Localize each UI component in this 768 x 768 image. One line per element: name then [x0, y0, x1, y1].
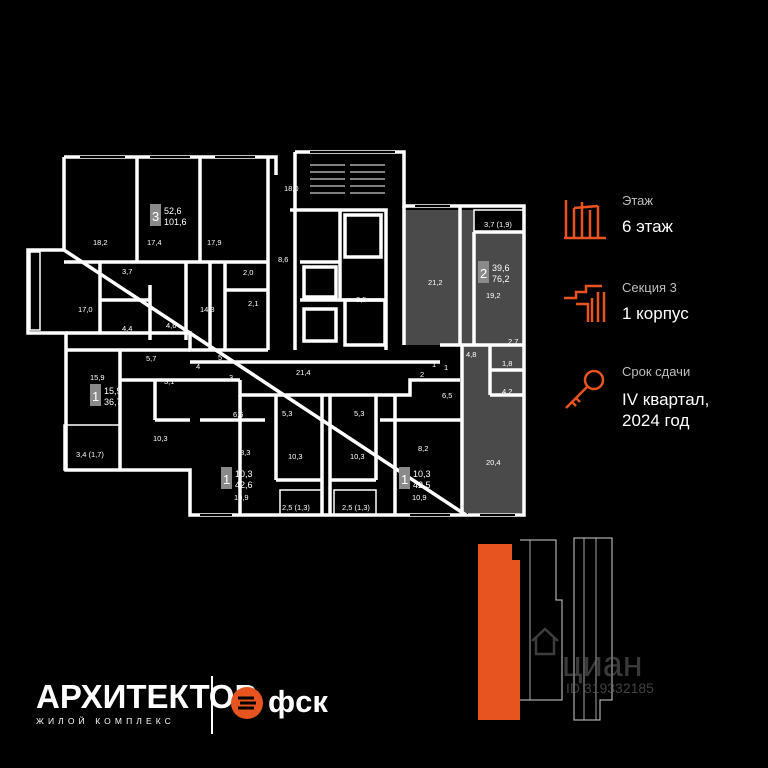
apt-total-3: 36,7: [104, 397, 122, 407]
project-subtitle: ЖИЛОЙ КОМПЛЕКС: [36, 716, 175, 726]
area-label: 21,2: [428, 278, 443, 287]
area-label: 17,4: [147, 238, 162, 247]
room-areas: 18,0 18,2 17,4 17,9 3,7 17,0 4,4 4,6 2,0…: [76, 184, 518, 512]
area-label: 3,7: [122, 267, 132, 276]
area-label: 10,9: [412, 493, 427, 502]
area-label: 3: [229, 373, 233, 382]
area-label: 6,5: [233, 410, 243, 419]
apt-total-2: 76,2: [492, 274, 510, 284]
area-label: 10,3: [288, 452, 303, 461]
area-label: 8,2: [418, 444, 428, 453]
apartment-badges: 3 52,6 101,6 2 39,6 76,2 1 15,9 36,7 1 1…: [90, 204, 510, 490]
area-label: 18,0: [284, 184, 299, 193]
area-label: 1: [432, 360, 436, 369]
cian-house-icon: [531, 627, 559, 656]
highlight-apartment-2[interactable]: [404, 210, 474, 345]
deadline-value-line1: IV квартал,: [622, 390, 710, 409]
developer-logo-text: фск: [268, 684, 328, 719]
building-section-icon: [478, 537, 613, 721]
area-label: 14,3: [200, 305, 215, 314]
deadline-value-line2: 2024 год: [622, 411, 690, 430]
section-value: 1 корпус: [622, 304, 689, 323]
windows: [80, 151, 515, 516]
apt-living-3: 15,9: [104, 386, 122, 396]
watermark-id: ID 319332185: [566, 680, 654, 696]
apt-rooms-3: 1: [92, 389, 99, 404]
area-label: 17,0: [78, 305, 93, 314]
area-label: 2: [420, 370, 424, 379]
key-icon: [565, 369, 605, 409]
area-label: 4,8: [466, 350, 476, 359]
highlight-apartment-2-lower[interactable]: [462, 345, 524, 513]
area-label: 5,7: [146, 354, 156, 363]
area-label: 5: [218, 353, 222, 362]
area-label: 10,9: [234, 493, 249, 502]
apt-living-1: 52,6: [164, 206, 182, 216]
area-label: 3,7 (1,9): [484, 220, 512, 229]
area-label: 2,5 (1,3): [342, 503, 370, 512]
apt-total-1: 101,6: [164, 217, 187, 227]
area-label: 8,6: [278, 255, 288, 264]
project-logo: АРХИТЕКТОР: [36, 678, 257, 715]
area-label: 4,2: [502, 387, 512, 396]
area-label: 17,9: [207, 238, 222, 247]
apt-total-5: 42,5: [413, 480, 431, 490]
area-label: 6,5: [442, 391, 452, 400]
area-label: 10,3: [350, 452, 365, 461]
balconies: [29, 209, 525, 516]
area-label: 4,6: [166, 321, 176, 330]
area-label: 3,4 (1,7): [76, 450, 104, 459]
fsk-logo-icon: [231, 687, 263, 719]
apt-rooms-2: 2: [480, 266, 487, 281]
apt-total-4: 42,6: [235, 480, 253, 490]
area-label: 4,4: [122, 324, 132, 333]
deadline-label: Срок сдачи: [622, 364, 691, 379]
watermark-brand: циан: [562, 643, 643, 684]
area-label: 10,3: [153, 434, 168, 443]
area-label: 2,0: [243, 268, 253, 277]
apt-living-2: 39,6: [492, 263, 510, 273]
area-label: 5,3: [282, 409, 292, 418]
area-label: 1,8: [502, 359, 512, 368]
logo-divider: [211, 676, 213, 734]
area-label: 2,1: [248, 299, 258, 308]
area-label: 2,5 (1,3): [282, 503, 310, 512]
area-label: 15,9: [90, 373, 105, 382]
area-label: 4: [196, 362, 200, 371]
area-label: 19,2: [486, 291, 501, 300]
area-label: 21,4: [296, 368, 311, 377]
area-label: 8,3: [240, 448, 250, 457]
floor-label: Этаж: [622, 193, 654, 208]
stairs: [310, 164, 385, 194]
area-label: 1: [444, 363, 448, 372]
apt-rooms-5: 1: [401, 472, 408, 487]
area-label: 3,1: [164, 377, 174, 386]
apt-rooms-1: 3: [152, 209, 159, 224]
walls: [26, 150, 526, 517]
apt-living-5: 10,3: [413, 469, 431, 479]
area-label: 8,5: [356, 295, 366, 304]
floor-value: 6 этаж: [622, 217, 673, 236]
apt-rooms-4: 1: [223, 472, 230, 487]
area-label: 20,4: [486, 458, 501, 467]
area-label: 5,3: [354, 409, 364, 418]
area-label: 18,2: [93, 238, 108, 247]
apt-living-4: 10,3: [235, 469, 253, 479]
stairs-icon: [564, 284, 606, 322]
area-label: 2,7: [508, 337, 518, 346]
building-icon: [564, 200, 606, 240]
section-label: Секция 3: [622, 280, 677, 295]
